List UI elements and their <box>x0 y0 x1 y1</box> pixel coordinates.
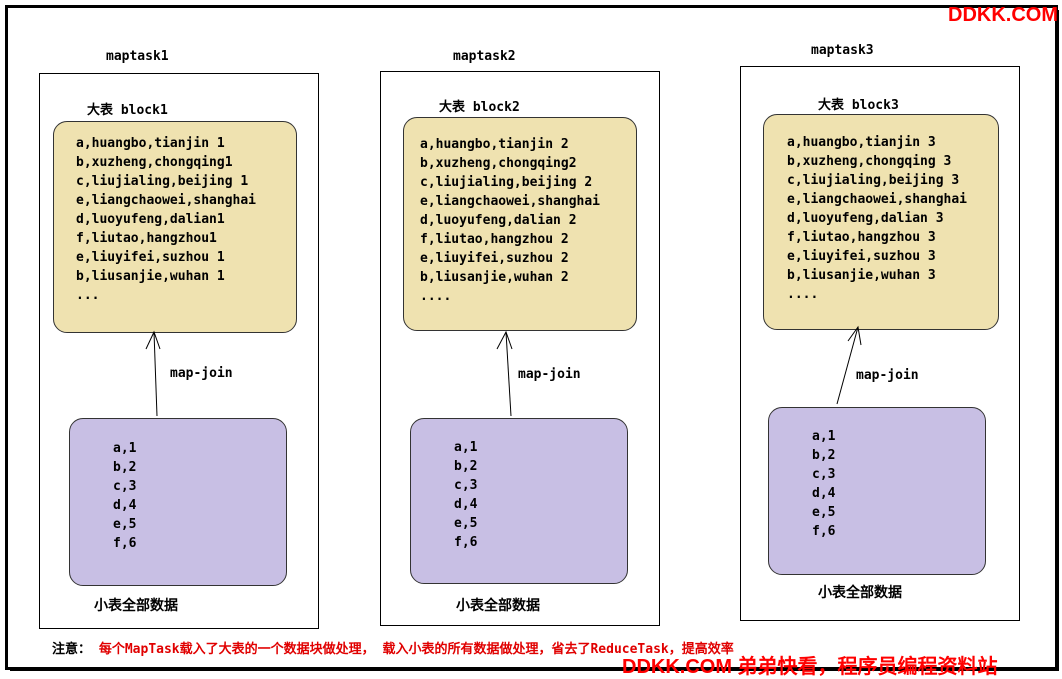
big-table-row: c,liujialing,beijing 1 <box>76 174 249 189</box>
maptask3-small-table-block: a,1 b,2 c,3 d,4 e,5 f,6 <box>768 407 986 575</box>
frame-shadow-bottom <box>10 667 1059 671</box>
big-table-row: .... <box>787 287 819 302</box>
small-table-row: e,5 <box>113 517 137 532</box>
big-table-row: e,liangchaowei,shanghai <box>787 192 968 207</box>
maptask3-map-join-label: map-join <box>856 368 919 383</box>
small-table-row: d,4 <box>812 486 836 501</box>
big-table-row: b,liusanjie,wuhan 2 <box>420 270 569 285</box>
big-table-row: d,luoyufeng,dalian 3 <box>787 211 944 226</box>
big-table-row: a,huangbo,tianjin 1 <box>76 136 225 151</box>
big-table-row: f,liutao,hangzhou1 <box>76 231 217 246</box>
watermark-bottom: DDKK.COM 弟弟快看，程序员编程资料站 <box>622 656 998 678</box>
big-table-row: d,luoyufeng,dalian1 <box>76 212 225 227</box>
big-table-row: e,liuyifei,suzhou 3 <box>787 249 936 264</box>
maptask2-small-table-block: a,1 b,2 c,3 d,4 e,5 f,6 <box>410 418 628 584</box>
big-table-row: f,liutao,hangzhou 2 <box>420 232 569 247</box>
big-table-row: e,liangchaowei,shanghai <box>76 193 257 208</box>
small-table-row: f,6 <box>454 535 478 550</box>
big-table-row: e,liuyifei,suzhou 1 <box>76 250 225 265</box>
big-table-row: f,liutao,hangzhou 3 <box>787 230 936 245</box>
big-table-row: b,xuzheng,chongqing1 <box>76 155 233 170</box>
maptask2-big-table-block: a,huangbo,tianjin 2 b,xuzheng,chongqing2… <box>403 117 637 331</box>
small-table-row: a,1 <box>812 429 836 444</box>
small-table-row: b,2 <box>454 459 478 474</box>
maptask3-big-table-label: 大表 block3 <box>818 98 899 113</box>
maptask3-small-table-label: 小表全部数据 <box>818 585 902 601</box>
big-table-row: c,liujialing,beijing 2 <box>420 175 593 190</box>
small-table-row: f,6 <box>113 536 137 551</box>
small-table-row: f,6 <box>812 524 836 539</box>
big-table-row: e,liuyifei,suzhou 2 <box>420 251 569 266</box>
watermark-top: DDKK.COM <box>948 4 1058 26</box>
big-table-row: b,liusanjie,wuhan 1 <box>76 269 225 284</box>
maptask3-big-table-block: a,huangbo,tianjin 3 b,xuzheng,chongqing … <box>763 114 999 330</box>
maptask2-small-table-label: 小表全部数据 <box>456 598 540 614</box>
big-table-row: .... <box>420 289 452 304</box>
big-table-row: d,luoyufeng,dalian 2 <box>420 213 577 228</box>
big-table-row: c,liujialing,beijing 3 <box>787 173 960 188</box>
big-table-row: ... <box>76 288 100 303</box>
big-table-row: b,xuzheng,chongqing 3 <box>787 154 952 169</box>
maptask1-map-join-label: map-join <box>170 366 233 381</box>
small-table-row: d,4 <box>454 497 478 512</box>
small-table-row: a,1 <box>454 440 478 455</box>
maptask2-map-join-label: map-join <box>518 367 581 382</box>
small-table-row: e,5 <box>454 516 478 531</box>
maptask1-small-table-label: 小表全部数据 <box>94 598 178 614</box>
maptask1-small-table-block: a,1 b,2 c,3 d,4 e,5 f,6 <box>69 418 287 586</box>
maptask1-title: maptask1 <box>106 49 169 64</box>
maptask1-big-table-block: a,huangbo,tianjin 1 b,xuzheng,chongqing1… <box>53 121 297 333</box>
small-table-row: a,1 <box>113 441 137 456</box>
big-table-row: e,liangchaowei,shanghai <box>420 194 601 209</box>
maptask3-title: maptask3 <box>811 43 874 58</box>
footnote-label: 注意： <box>52 642 92 657</box>
small-table-row: c,3 <box>812 467 836 482</box>
frame-shadow-right <box>1055 10 1059 670</box>
big-table-row: a,huangbo,tianjin 2 <box>420 137 569 152</box>
small-table-row: d,4 <box>113 498 137 513</box>
maptask1-big-table-label: 大表 block1 <box>87 103 168 118</box>
small-table-row: e,5 <box>812 505 836 520</box>
small-table-row: c,3 <box>454 478 478 493</box>
small-table-row: c,3 <box>113 479 137 494</box>
big-table-row: b,liusanjie,wuhan 3 <box>787 268 936 283</box>
footnote: 注意： 每个MapTask载入了大表的一个数据块做处理， 载入小表的所有数据做处… <box>52 638 734 657</box>
footnote-text: 每个MapTask载入了大表的一个数据块做处理， 载入小表的所有数据做处理，省去… <box>98 642 734 657</box>
big-table-row: b,xuzheng,chongqing2 <box>420 156 577 171</box>
maptask2-title: maptask2 <box>453 49 516 64</box>
small-table-row: b,2 <box>113 460 137 475</box>
big-table-row: a,huangbo,tianjin 3 <box>787 135 936 150</box>
small-table-row: b,2 <box>812 448 836 463</box>
maptask2-big-table-label: 大表 block2 <box>439 100 520 115</box>
